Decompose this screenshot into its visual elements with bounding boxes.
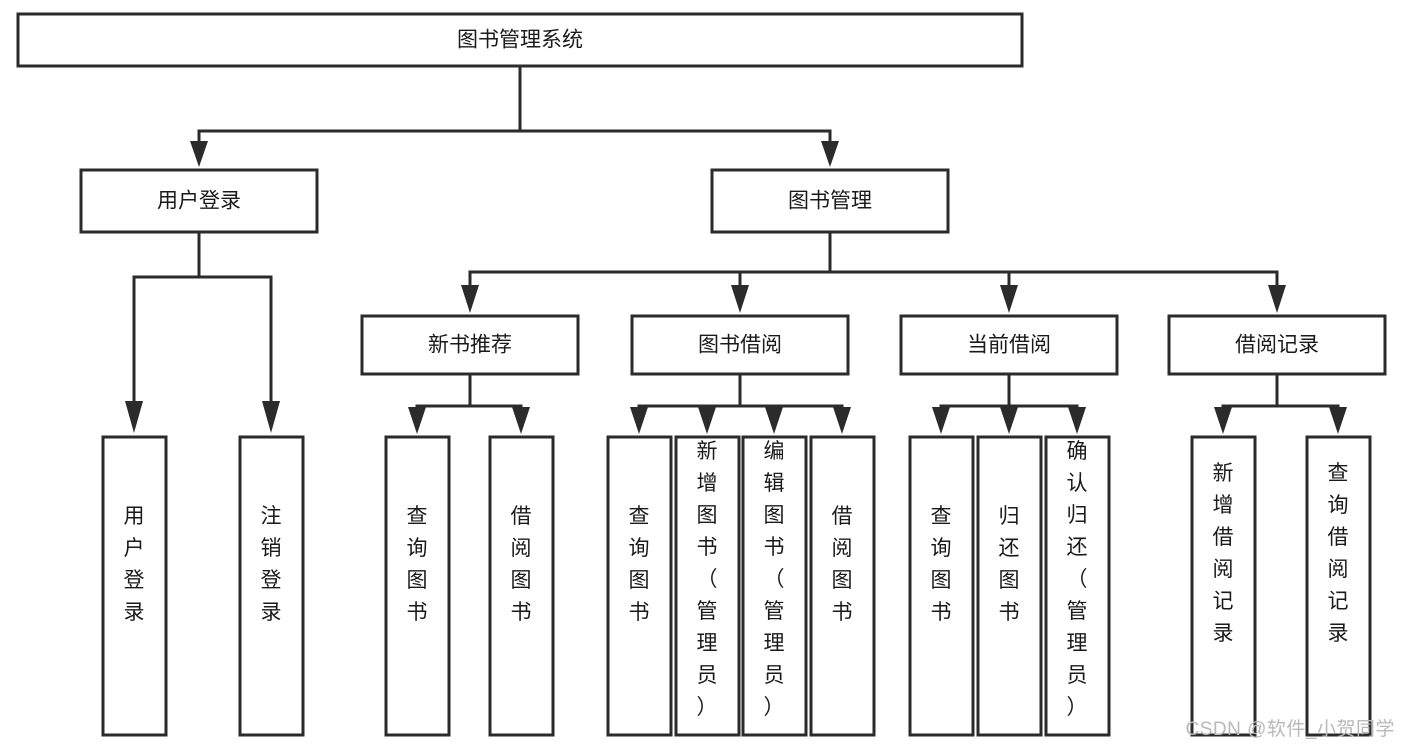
leaf-add-book-box[interactable] [674,435,741,737]
node-root[interactable]: 图书管理系统 [16,12,1024,68]
leaf-query-book-2-label: 查询图书 [629,505,650,624]
arrow-head-leaf-return-book [1000,407,1018,434]
node-new-book-recommend-box[interactable] [360,314,580,376]
leaf-user-login-label: 用户登录 [124,505,145,624]
leaf-node-query-book-1[interactable]: 查询图书 [384,435,451,737]
node-borrow-record-label: 借阅记录 [1235,334,1319,357]
node-book-borrow-box[interactable] [630,314,850,376]
connector-group-book-manage-to-level3 [461,230,1286,313]
connector-group-book-borrow-to-leaves [630,372,851,434]
leaf-add-book-label: 新增图书（管理员） [697,440,718,719]
node-current-borrow-label: 当前借阅 [967,334,1051,357]
arrow-head-leaf-query-record [1329,407,1347,434]
arrow-head-leaf-add-record [1214,407,1232,434]
leaf-node-user-logout[interactable]: 注销登录 [238,435,305,737]
node-root-label: 图书管理系统 [457,29,583,52]
leaf-user-logout-label: 注销登录 [261,505,282,624]
leaf-node-return-book[interactable]: 归还图书 [976,435,1043,737]
leaf-node-query-record[interactable]: 查询借阅记录 [1305,435,1372,737]
node-book-borrow-label: 图书借阅 [698,334,782,357]
node-new-book-recommend-label: 新书推荐 [428,334,512,357]
leaf-node-add-record[interactable]: 新增借阅记录 [1190,435,1257,737]
leaf-query-record-label: 查询借阅记录 [1328,462,1349,645]
leaf-node-user-login[interactable]: 用户登录 [101,435,168,737]
leaf-user-login-box[interactable] [101,435,168,737]
arrow-head-book-manage [821,141,839,167]
node-borrow-record-box[interactable] [1167,314,1387,376]
connector-group-root-to-level2 [190,64,839,167]
arrow-head-current-borrow [1000,285,1018,313]
arrow-head-leaf-borrow-book-1 [512,407,530,434]
leaf-node-confirm-return[interactable]: 确认归还（管理员） [1044,435,1111,737]
arrow-head-leaf-query-book-2 [630,407,648,434]
leaf-query-book-1-label: 查询图书 [407,505,428,624]
arrow-head-leaf-query-book-3 [932,407,950,434]
node-root-box[interactable] [16,12,1024,68]
leaf-edit-book-box[interactable] [741,435,808,737]
leaf-add-record-box[interactable] [1190,435,1257,737]
node-user-login-label: 用户登录 [157,190,241,213]
leaf-user-logout-box[interactable] [238,435,305,737]
leaf-query-book-3-box[interactable] [908,435,975,737]
leaf-borrow-book-2-box[interactable] [809,435,876,737]
arrow-head-leaf-user-logout [262,401,280,433]
arrow-head-new-book-recommend [461,285,479,313]
leaf-return-book-label: 归还图书 [999,505,1020,624]
leaf-borrow-book-2-label: 借阅图书 [832,505,853,624]
leaf-confirm-return-label: 确认归还（管理员） [1067,440,1088,719]
arrow-head-leaf-edit-book [765,407,783,434]
leaf-add-record-label: 新增借阅记录 [1213,462,1234,645]
arrow-head-user-login [190,141,208,167]
leaf-node-query-book-2[interactable]: 查询图书 [606,435,673,737]
leaf-node-add-book[interactable]: 新增图书（管理员） [674,435,741,737]
arrow-head-leaf-add-book [698,407,716,434]
node-book-borrow[interactable]: 图书借阅 [630,314,850,376]
leaf-confirm-return-box[interactable] [1044,435,1111,737]
leaf-query-book-2-box[interactable] [606,435,673,737]
leaf-query-book-3-label: 查询图书 [931,505,952,624]
node-book-manage[interactable]: 图书管理 [710,168,950,234]
arrow-head-leaf-query-book-1 [408,407,426,434]
node-borrow-record[interactable]: 借阅记录 [1167,314,1387,376]
leaf-return-book-box[interactable] [976,435,1043,737]
leaf-query-book-1-box[interactable] [384,435,451,737]
node-user-login-box[interactable] [79,168,319,234]
arrow-head-book-borrow [731,285,749,313]
leaf-borrow-book-1-label: 借阅图书 [511,505,532,624]
node-current-borrow[interactable]: 当前借阅 [899,314,1119,376]
leaf-query-record-box[interactable] [1305,435,1372,737]
connector-group-new-book-recommend-to-leaves [408,372,530,434]
leaf-edit-book-label: 编辑图书（管理员） [764,440,785,719]
connector-group-borrow-record-to-leaves [1214,372,1347,434]
leaf-node-borrow-book-2[interactable]: 借阅图书 [809,435,876,737]
connector-group-current-borrow-to-leaves [932,372,1086,434]
arrow-head-leaf-user-login [125,401,143,433]
leaf-node-query-book-3[interactable]: 查询图书 [908,435,975,737]
node-book-manage-label: 图书管理 [788,190,872,213]
arrow-head-leaf-borrow-book-2 [833,407,851,434]
leaf-node-borrow-book-1[interactable]: 借阅图书 [488,435,555,737]
leaf-node-edit-book[interactable]: 编辑图书（管理员） [741,435,808,737]
node-user-login[interactable]: 用户登录 [79,168,319,234]
leaf-borrow-book-1-box[interactable] [488,435,555,737]
connector-group-user-login-to-leaves [125,230,280,433]
node-current-borrow-box[interactable] [899,314,1119,376]
node-new-book-recommend[interactable]: 新书推荐 [360,314,580,376]
arrow-head-borrow-record [1268,285,1286,313]
node-book-manage-box[interactable] [710,168,950,234]
arrow-head-leaf-confirm-return [1068,407,1086,434]
